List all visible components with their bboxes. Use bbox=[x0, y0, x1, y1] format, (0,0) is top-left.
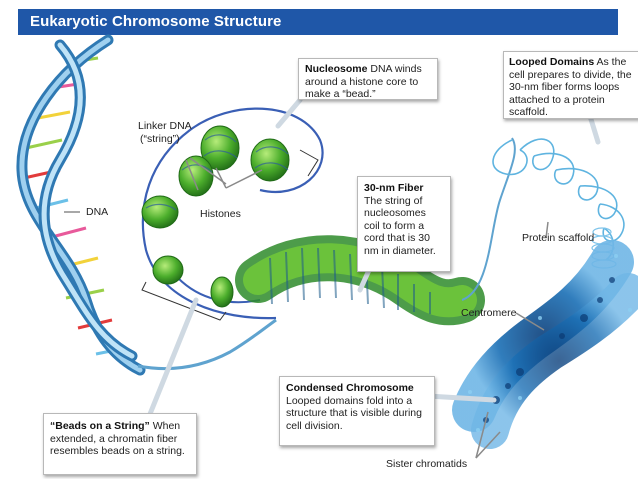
beads-on-string bbox=[141, 107, 324, 321]
callout-looped-domains: Looped Domains As the cell prepares to d… bbox=[503, 51, 638, 119]
condensed-chromosome bbox=[452, 240, 638, 449]
label-protein-scaffold: Protein scaffold bbox=[522, 232, 595, 244]
callout-looped-domains-title: Looped Domains bbox=[509, 56, 595, 68]
nucleosome-bead bbox=[141, 195, 179, 229]
callout-beads-on-string-text: When extended, a chromatin fiber resembl… bbox=[50, 420, 185, 457]
dna-double-helix bbox=[16, 34, 277, 376]
callout-nucleosome-text: DNA winds around a histone core to make … bbox=[305, 63, 422, 100]
callout-condensed-chromosome-title: Condensed Chromosome bbox=[286, 382, 414, 394]
pointer-lines bbox=[64, 157, 549, 459]
callout-30nm-fiber-text: The string of nucleosomes coil to form a… bbox=[364, 194, 436, 257]
callout-beads-on-string-title: “Beads on a String” bbox=[50, 420, 150, 432]
callout-condensed-chromosome: Condensed Chromosome Looped domains fold… bbox=[279, 376, 435, 446]
looped-domains bbox=[492, 138, 625, 261]
nucleosome-bead bbox=[152, 255, 184, 285]
label-sister-chromatids: Sister chromatids bbox=[386, 458, 468, 470]
callout-nucleosome: Nucleosome DNA winds around a histone co… bbox=[298, 58, 438, 100]
label-centromere: Centromere bbox=[461, 307, 517, 319]
callout-30nm-fiber-title: 30-nm Fiber bbox=[364, 182, 424, 194]
label-linker-dna-line2: (“string”) bbox=[140, 133, 180, 145]
label-histones: Histones bbox=[200, 208, 241, 220]
callout-condensed-chromosome-text: Looped domains fold into a structure tha… bbox=[286, 394, 422, 432]
fiber-30nm bbox=[235, 137, 516, 326]
label-linker-dna-line1: Linker DNA bbox=[138, 120, 192, 132]
callout-30nm-fiber: 30-nm Fiber The string of nucleosomes co… bbox=[357, 176, 451, 272]
callout-looped-domains-text: As the cell prepares to divide, the 30-n… bbox=[509, 56, 632, 118]
title-bar: Eukaryotic Chromosome Structure bbox=[18, 9, 618, 35]
callout-beads-on-string: “Beads on a String” When extended, a chr… bbox=[43, 413, 197, 475]
nucleosome-bead bbox=[250, 138, 290, 182]
label-dna: DNA bbox=[86, 206, 109, 218]
nucleosome-bead bbox=[210, 276, 234, 308]
diagram-title: Eukaryotic Chromosome Structure bbox=[30, 13, 282, 30]
callout-nucleosome-title: Nucleosome bbox=[305, 63, 368, 75]
